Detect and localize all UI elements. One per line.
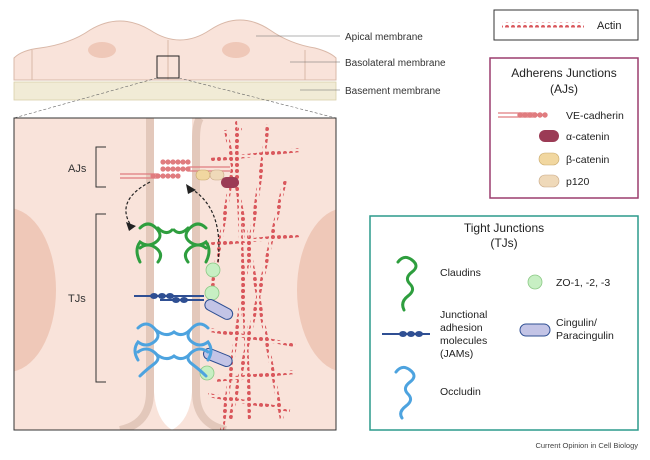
alpha-catenin-label: α-catenin	[566, 131, 610, 143]
zo-label: ZO-1, -2, -3	[556, 277, 610, 289]
beta-catenin	[195, 169, 211, 181]
zo-protein	[199, 365, 215, 381]
zoom-panel: AJs TJs	[13, 117, 337, 431]
claudins-label: Claudins	[440, 267, 481, 279]
zo-swatch	[527, 274, 543, 290]
aj-legend-title: Adherens Junctions	[511, 66, 616, 80]
nucleus	[297, 209, 336, 371]
nucleus	[14, 208, 56, 372]
zo-protein	[204, 285, 220, 301]
beta-catenin-swatch	[538, 152, 560, 166]
ve-cadherin-swatch	[498, 112, 548, 118]
zoom-box	[156, 55, 180, 79]
trafficking-arrow	[189, 187, 220, 263]
basement-membrane	[13, 81, 337, 101]
arrowhead	[186, 184, 196, 194]
nucleus	[88, 42, 116, 58]
jam-swatch	[382, 331, 430, 337]
actin-legend: Actin	[493, 9, 639, 41]
tj-legend: Tight Junctions (TJs) Claudins Junctiona…	[369, 215, 639, 431]
basolateral-membrane-label: Basolateral membrane	[345, 58, 446, 69]
p120-label: p120	[566, 176, 590, 188]
aj-legend-subtitle: (AJs)	[550, 82, 578, 96]
cell-outline	[13, 19, 337, 81]
tj-legend-subtitle: (TJs)	[490, 236, 517, 250]
occludin-label: Occludin	[440, 386, 481, 398]
tjs-label: TJs	[68, 293, 86, 305]
occludin-swatch	[394, 365, 416, 420]
intercellular-space	[154, 118, 192, 430]
ve-cadherin	[120, 159, 230, 179]
cell-layer-schematic	[13, 19, 337, 101]
jams-label: Junctional adhesion molecules (JAMs)	[440, 309, 490, 360]
leader-lines	[13, 35, 340, 119]
beta-catenin-label: β-catenin	[566, 154, 610, 166]
arrowhead	[126, 222, 136, 231]
cingulin-swatch	[519, 323, 551, 337]
actin-legend-label: Actin	[597, 20, 621, 32]
occludin	[133, 322, 213, 378]
aj-legend: Adherens Junctions (AJs) VE-cadherin α-c…	[489, 57, 639, 199]
ajs-bracket	[95, 146, 106, 188]
ve-cadherin-label: VE-cadherin	[566, 110, 624, 122]
nucleus	[222, 42, 250, 58]
cingulin-label: Cingulin/ Paracingulin	[556, 317, 614, 342]
tjs-bracket	[95, 213, 106, 383]
left-cell-membrane	[119, 118, 154, 430]
alpha-catenin-swatch	[539, 130, 559, 142]
p120-swatch	[538, 174, 560, 188]
apical-membrane-label: Apical membrane	[345, 32, 423, 43]
basement-membrane-label: Basement membrane	[345, 86, 441, 97]
zoom-panel-border	[13, 117, 337, 431]
ajs-label: AJs	[68, 163, 87, 175]
alpha-catenin	[221, 177, 239, 188]
jams	[134, 293, 204, 303]
cingulin	[204, 298, 234, 320]
journal-credit: Current Opinion in Cell Biology	[535, 441, 638, 450]
right-cell-membrane	[192, 118, 227, 430]
claudin-swatch	[396, 255, 418, 312]
trafficking-arrow	[125, 181, 151, 225]
zo-protein	[205, 262, 221, 278]
p120	[209, 169, 225, 181]
tj-legend-title: Tight Junctions	[464, 221, 544, 235]
claudins	[135, 222, 211, 264]
